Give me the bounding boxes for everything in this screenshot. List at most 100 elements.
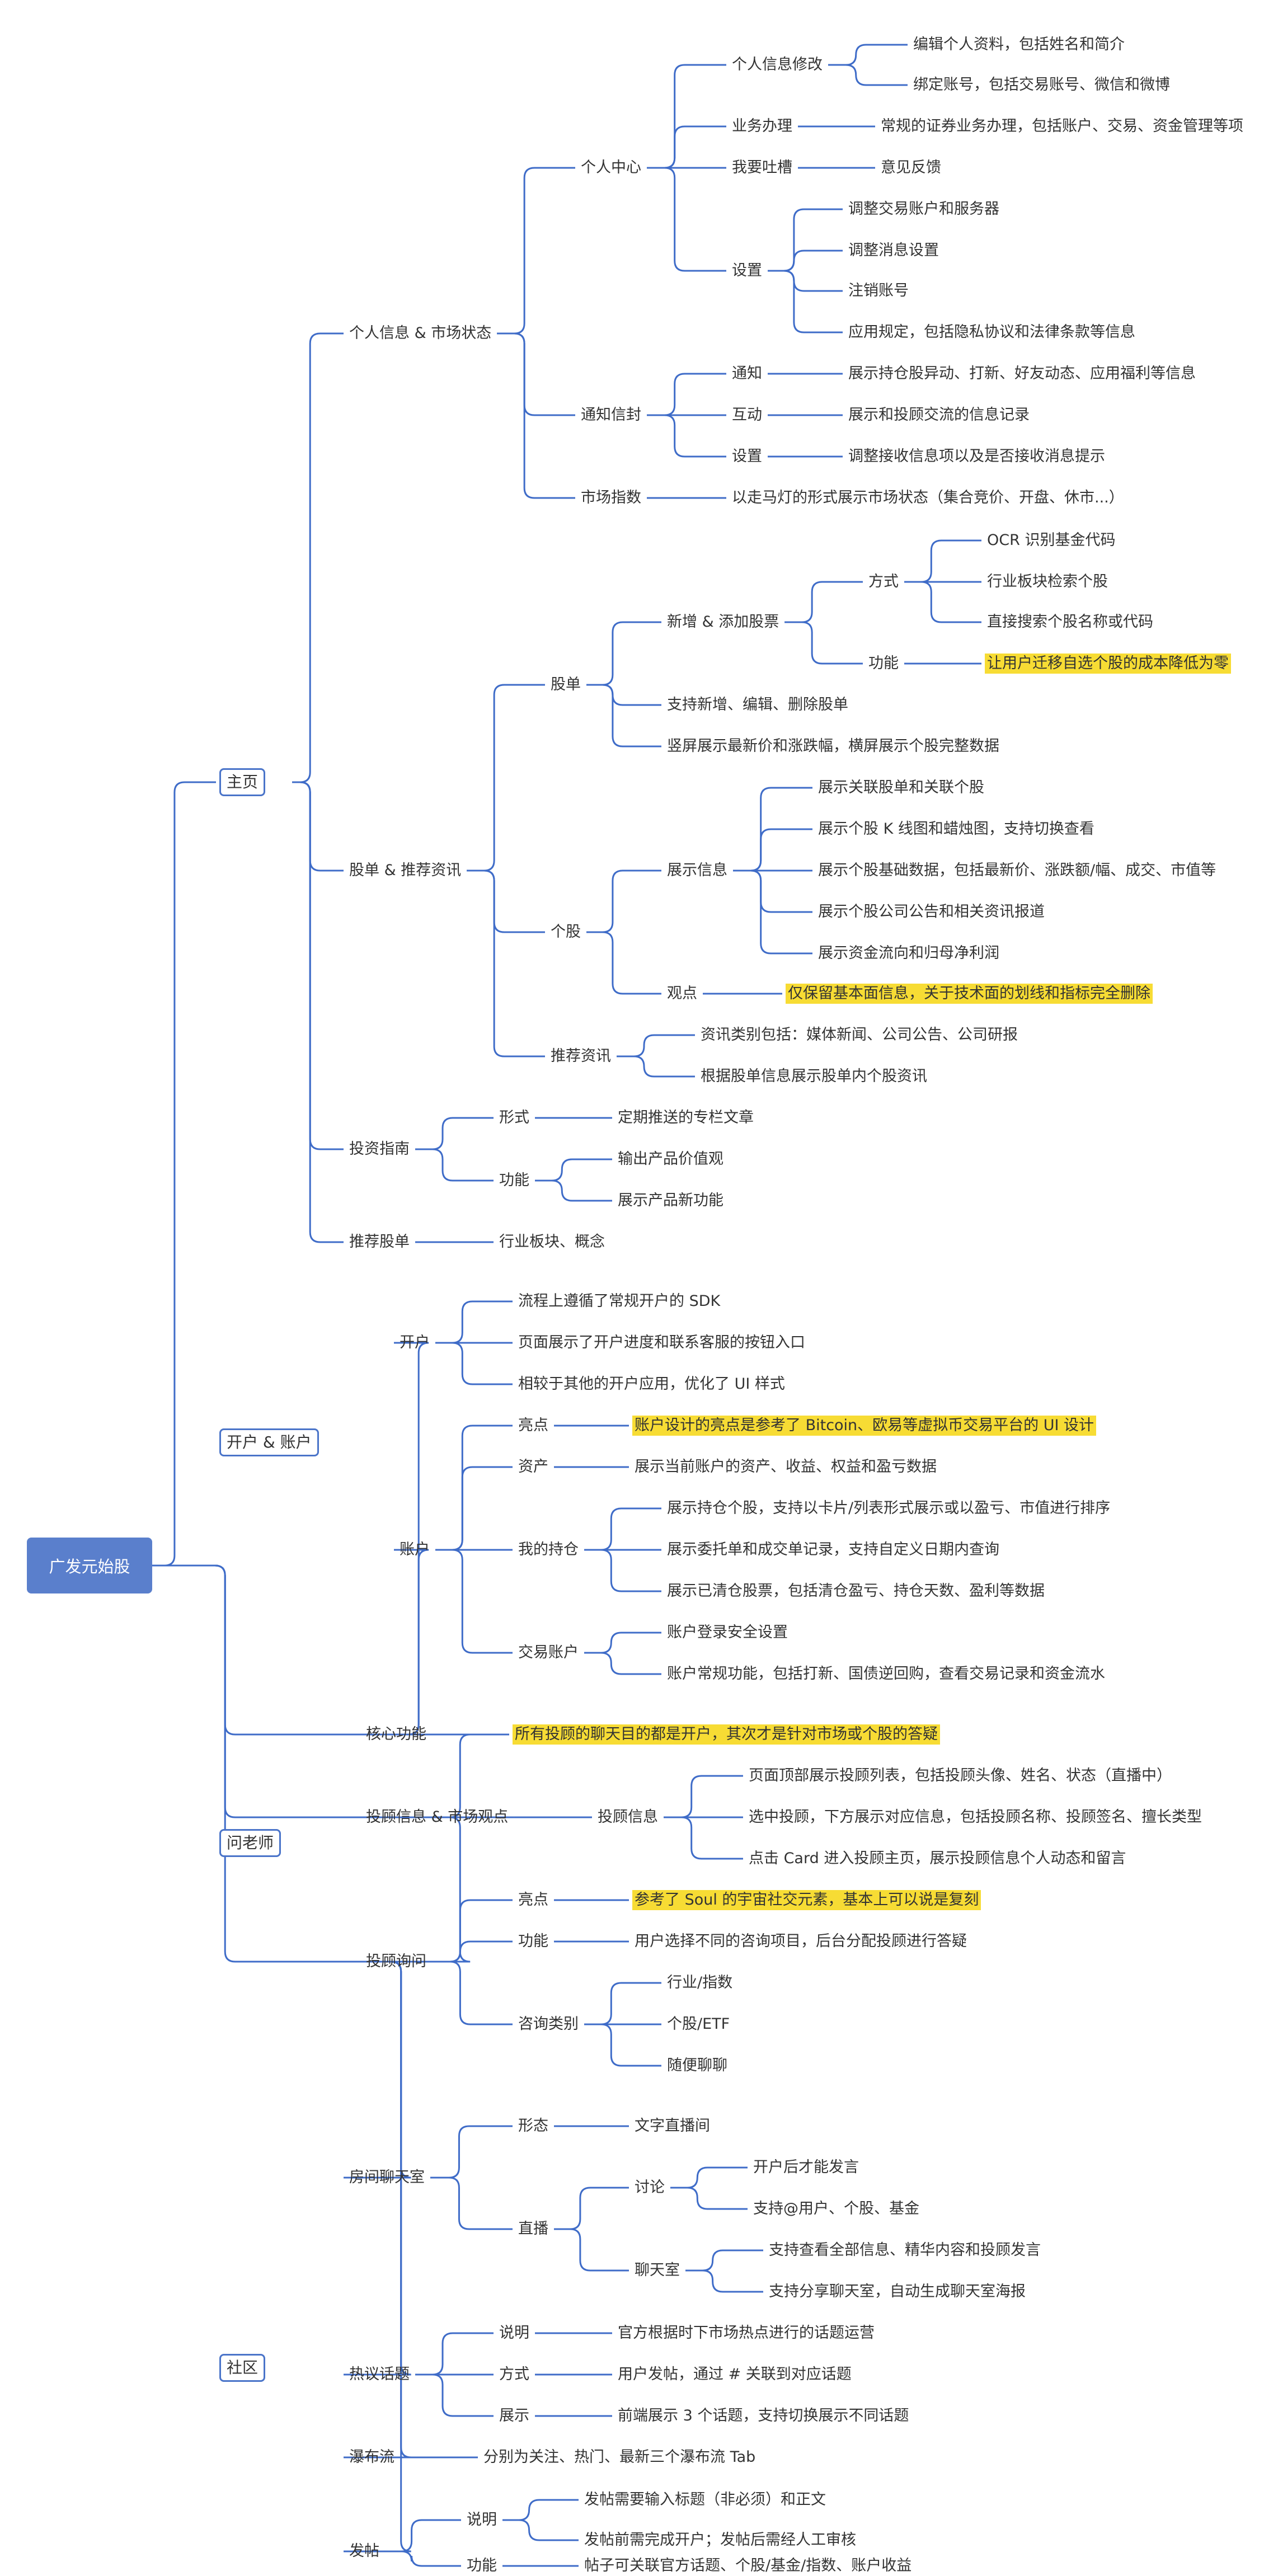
connector-line	[733, 828, 812, 872]
connector-line	[828, 44, 908, 66]
highlighted-node: 账户设计的亮点是参考了 Bitcoin、欧易等虚拟币交易平台的 UI 设计	[632, 1416, 1097, 1436]
connector-line	[586, 684, 661, 748]
mindmap-node: 展示产品新功能	[618, 1192, 723, 1209]
mindmap-node: 选中投顾，下方展示对应信息，包括投顾名称、投顾签名、擅长类型	[749, 1808, 1202, 1826]
mindmap-node: 形态	[518, 2117, 548, 2135]
connector-line	[733, 869, 812, 955]
mindmap-node: 投顾信息 & 市场观点	[366, 1808, 509, 1826]
mindmap-node: 应用规定，包括隐私协议和法律条款等信息	[848, 323, 1135, 341]
mindmap-node: 账户	[400, 1541, 430, 1558]
mindmap-node: 调整交易账户和服务器	[848, 200, 999, 218]
mindmap-node: 支持新增、编辑、删除股单	[667, 696, 848, 713]
mindmap-node: 展示和投顾交流的信息记录	[848, 406, 1030, 424]
mindmap-node: 个股/ETF	[667, 2015, 730, 2033]
mindmap-node: 互动	[732, 406, 762, 424]
connector-line	[647, 373, 726, 416]
mindmap-node: 前端展示 3 个话题，支持切换展示不同话题	[618, 2407, 909, 2424]
mindmap-node: 业务办理	[732, 117, 792, 135]
mindmap-node: 设置	[732, 448, 762, 465]
mindmap-node: 开户	[400, 1334, 430, 1351]
connector-line	[435, 1342, 513, 1385]
connector-line	[360, 1733, 514, 1818]
mindmap-node: 行业板块检索个股	[987, 573, 1108, 590]
mindmap-node: 新增 & 添加股票	[667, 613, 779, 631]
connector-line	[415, 2373, 494, 2417]
mindmap-node: 展示关联股单和关联个股	[818, 779, 984, 796]
mindmap-node: 展示委托单和成交单记录，支持自定义日期内查询	[667, 1541, 999, 1558]
connector-line	[432, 1961, 513, 2025]
mindmap-node: 直接搜索个股名称或代码	[987, 613, 1153, 631]
connector-line	[768, 270, 843, 333]
mindmap-node: 投顾信息	[598, 1808, 658, 1826]
mindmap-node: 发帖	[349, 2542, 379, 2560]
mindmap-node: 以走马灯的形式展示市场状态（集合竞价、开盘、休市...）	[732, 489, 1124, 506]
connector-line	[586, 621, 661, 686]
connector-line	[647, 125, 726, 169]
connector-line	[415, 1148, 494, 1182]
connector-line	[292, 781, 344, 1243]
mindmap-node: 展示持仓股异动、打新、好友动态、应用福利等信息	[848, 365, 1196, 382]
mindmap-node: 说明	[499, 2324, 529, 2342]
connector-line	[497, 332, 575, 416]
connector-line	[584, 1507, 661, 1551]
mindmap-node: 调整接收信息项以及是否接收消息提示	[848, 448, 1105, 465]
mindmap-node: 编辑个人资料，包括姓名和简介	[913, 36, 1125, 53]
root-node: 广发元始股	[27, 1538, 152, 1593]
connector-line	[435, 1425, 513, 1551]
mindmap-node: 用户发帖，通过 # 关联到对应话题	[618, 2366, 852, 2383]
mindmap-node: 瀑布流	[349, 2448, 394, 2466]
connector-line	[586, 684, 661, 706]
mindmap-node: 咨询类别	[518, 2015, 579, 2033]
highlighted-node: 让用户迁移自选个股的成本降低为零	[985, 654, 1231, 674]
connector-line	[554, 2187, 629, 2230]
connector-line	[292, 332, 344, 783]
mindmap-node: 定期推送的专栏文章	[618, 1109, 754, 1126]
mindmap-node: 展示资金流向和归母净利润	[818, 944, 999, 962]
mindmap-node: 支持@用户、个股、基金	[753, 2200, 919, 2217]
connector-line	[435, 1466, 513, 1551]
connector-line	[554, 2228, 629, 2272]
mindmap-node: 讨论	[635, 2179, 665, 2196]
connector-line	[535, 1179, 612, 1202]
connector-line	[292, 781, 344, 1150]
mindmap-node: 设置	[732, 262, 762, 279]
connector-line	[435, 1300, 513, 1344]
mindmap-node: 展示已清仓股票，包括清仓盈亏、持仓天数、盈利等数据	[667, 1582, 1045, 1600]
connector-line	[670, 2166, 748, 2189]
highlighted-node: 仅保留基本面信息，关于技术面的划线和指标完全删除	[786, 984, 1153, 1004]
mindmap-node: 核心功能	[366, 1726, 426, 1743]
connector-line	[904, 581, 981, 623]
mindmap-node: 推荐资讯	[551, 1047, 611, 1065]
connector-line	[152, 1564, 360, 1818]
connector-line	[497, 167, 575, 335]
mindmap-node: 根据股单信息展示股单内个股资讯	[701, 1068, 927, 1085]
mindmap-node: 常规的证券业务办理，包括账户、交易、资金管理等项	[881, 117, 1243, 135]
mindmap-node: 行业板块、概念	[499, 1233, 605, 1251]
mindmap-node: 股单	[551, 676, 581, 693]
connector-line	[768, 250, 843, 272]
category-node: 社区	[219, 2354, 266, 2382]
mindmap-node: 展示	[499, 2407, 529, 2424]
connector-line	[467, 869, 545, 933]
mindmap-node: 形式	[499, 1109, 529, 1126]
connector-line	[768, 208, 843, 272]
mindmap-node: 资讯类别包括：媒体新闻、公司公告、公司研报	[701, 1026, 1018, 1043]
mindmap-node: 直播	[518, 2220, 548, 2237]
connector-line	[344, 1961, 432, 2179]
mindmap-node: 通知信封	[581, 406, 641, 424]
connector-line	[385, 2550, 461, 2567]
connector-line	[430, 2125, 513, 2179]
mindmap-node: 投顾询问	[366, 1953, 426, 1970]
mindmap-node: 页面顶部展示投顾列表，包括投顾头像、姓名、状态（直播中）	[749, 1767, 1172, 1784]
mindmap-node: 展示个股基础数据，包括最新价、涨跌额/幅、成交、市值等	[818, 862, 1216, 879]
mindmap-node: 输出产品价值观	[618, 1150, 723, 1168]
mindmap-node: 交易账户	[518, 1644, 579, 1661]
connector-line	[497, 332, 575, 499]
mindmap-node: 展示当前账户的资产、收益、权益和盈亏数据	[635, 1458, 937, 1475]
mindmap-node: 分别为关注、热门、最新三个瀑布流 Tab	[483, 2448, 756, 2466]
connector-line	[584, 1632, 661, 1654]
connector-line	[432, 1940, 513, 1963]
highlighted-node: 参考了 Soul 的宇宙社交元素，基本上可以说是复刻	[632, 1890, 981, 1910]
connector-line	[664, 1775, 743, 1818]
mindmap-node: 帖子可关联官方话题、个股/基金/指数、账户收益	[584, 2557, 912, 2574]
